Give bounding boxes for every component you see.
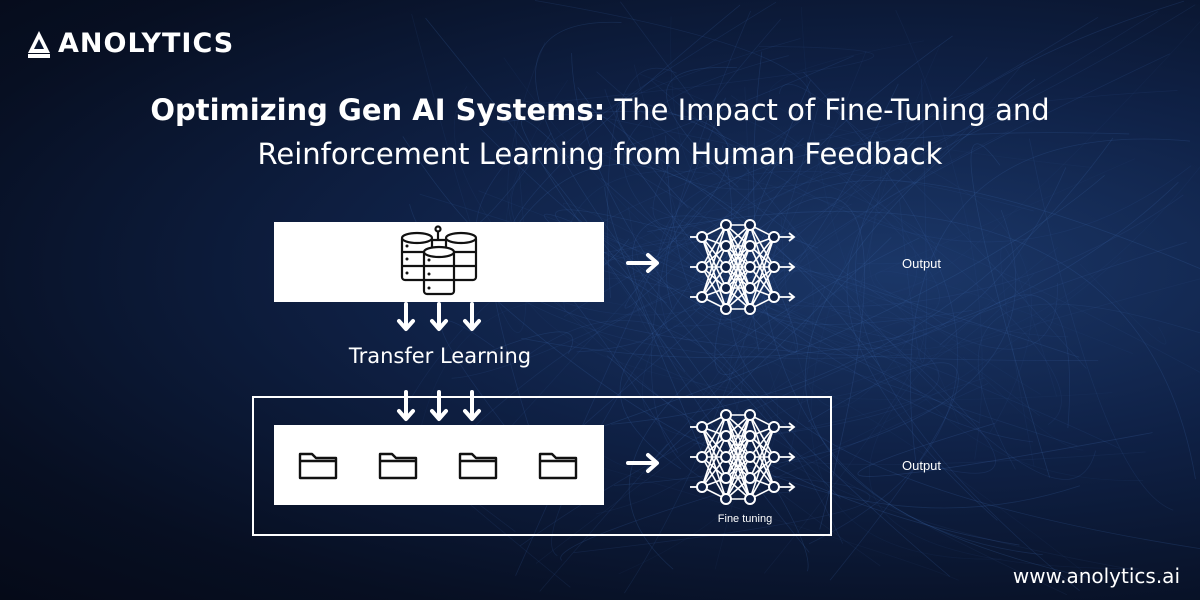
task-data-box xyxy=(274,425,604,505)
title-bold-part: Optimizing Gen AI Systems: xyxy=(150,93,606,127)
folder-icon xyxy=(458,452,498,480)
brand-name: ANOLYTICS xyxy=(58,28,235,59)
title-line2: Reinforcement Learning from Human Feedba… xyxy=(257,137,943,171)
arrow-right-icon xyxy=(626,453,659,473)
brand-logo: ANOLYTICS xyxy=(26,28,234,59)
title-line1-rest: The Impact of Fine-Tuning and xyxy=(605,93,1050,127)
fine-tuning-label: Fine tuning xyxy=(717,513,773,525)
logo-icon xyxy=(28,30,50,58)
database-icon xyxy=(400,225,478,296)
arrow-down-icon xyxy=(397,390,481,421)
folder-icon xyxy=(298,452,338,480)
output-label-bottom: Output xyxy=(902,458,942,473)
folder-icon xyxy=(378,452,418,480)
website-url: www.anolytics.ai xyxy=(1012,564,1180,588)
transfer-learning-label: Transfer Learning xyxy=(348,344,532,368)
neural-network-icon xyxy=(690,409,796,505)
arrow-down-icon xyxy=(397,302,481,331)
output-label-top: Output xyxy=(902,256,942,271)
folder-icon xyxy=(538,452,578,480)
arrow-right-icon xyxy=(626,253,659,273)
fine-tuning-frame xyxy=(252,396,832,536)
neural-network-icon xyxy=(690,219,796,315)
page-title: Optimizing Gen AI Systems: The Impact of… xyxy=(100,88,1100,176)
